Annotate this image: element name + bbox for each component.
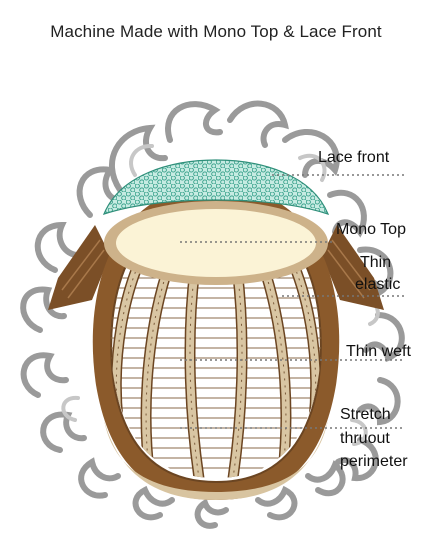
leader-lines: [180, 174, 404, 429]
label-stretch-3: perimeter: [340, 453, 408, 470]
lace-front: [102, 159, 330, 215]
label-mono-top: Mono Top: [336, 221, 406, 238]
label-thin-weft: Thin weft: [346, 343, 411, 360]
hair-fringe: [20, 100, 405, 529]
label-stretch-2: thruout: [340, 430, 390, 447]
label-lace-front: Lace front: [318, 149, 390, 166]
label-thin-elastic-2: elastic: [355, 276, 401, 293]
diagram-title: Machine Made with Mono Top & Lace Front: [50, 22, 382, 41]
label-stretch-1: Stretch: [340, 406, 391, 423]
label-thin-elastic-1: Thin: [360, 254, 392, 271]
